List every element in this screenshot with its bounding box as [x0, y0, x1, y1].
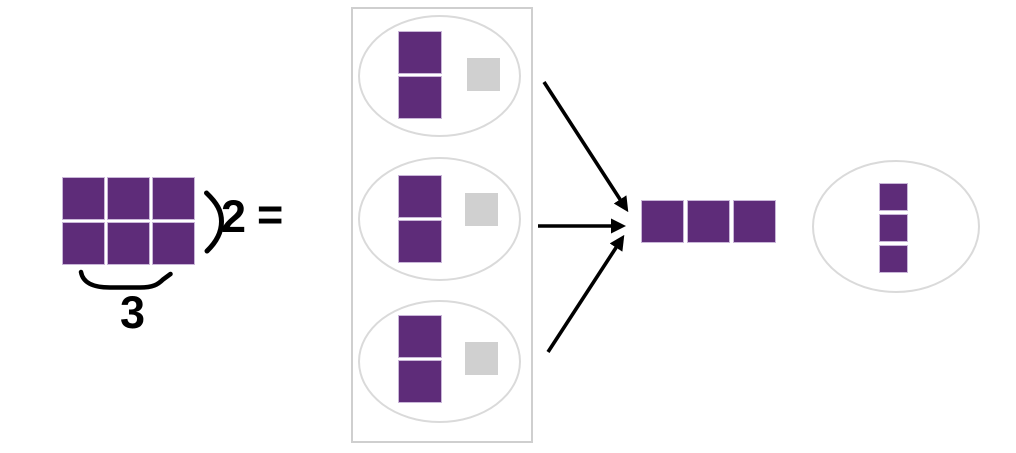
- gray-placeholder-square: [465, 342, 498, 375]
- purple-square: [398, 315, 442, 358]
- result-group-ellipse: [812, 160, 980, 293]
- purple-square: [398, 175, 442, 218]
- arrow-line-3: [546, 234, 625, 353]
- result-square: [687, 200, 730, 243]
- purple-square: [879, 183, 908, 211]
- column-count-brace: [78, 269, 173, 290]
- result-vertical-column: [879, 183, 908, 273]
- array-square: [107, 222, 150, 265]
- array-square: [62, 177, 105, 220]
- purple-square: [398, 360, 442, 403]
- group-ellipse-2: [358, 157, 521, 281]
- group-ellipse-1: [358, 15, 521, 137]
- result-square: [733, 200, 776, 243]
- column-count-label: 3: [120, 287, 146, 338]
- equals-sign: =: [257, 189, 284, 240]
- arrow-line-1: [542, 81, 629, 213]
- group-purple-column-3: [398, 315, 442, 403]
- result-row: [641, 200, 776, 243]
- purple-square: [398, 76, 442, 119]
- purple-square: [879, 245, 908, 273]
- array-square: [152, 177, 195, 220]
- group-purple-column-1: [398, 31, 442, 119]
- gray-placeholder-square: [465, 193, 498, 226]
- array-square: [152, 222, 195, 265]
- group-ellipse-3: [358, 300, 521, 423]
- purple-square: [398, 220, 442, 263]
- array-square: [107, 177, 150, 220]
- gray-placeholder-square: [467, 58, 500, 91]
- array-square: [62, 222, 105, 265]
- array-model-grid: [62, 177, 195, 265]
- purple-square: [879, 214, 908, 242]
- purple-square: [398, 31, 442, 74]
- group-purple-column-2: [398, 175, 442, 263]
- row-count-brace: [204, 190, 225, 254]
- row-count-label: 2: [221, 191, 247, 242]
- result-square: [641, 200, 684, 243]
